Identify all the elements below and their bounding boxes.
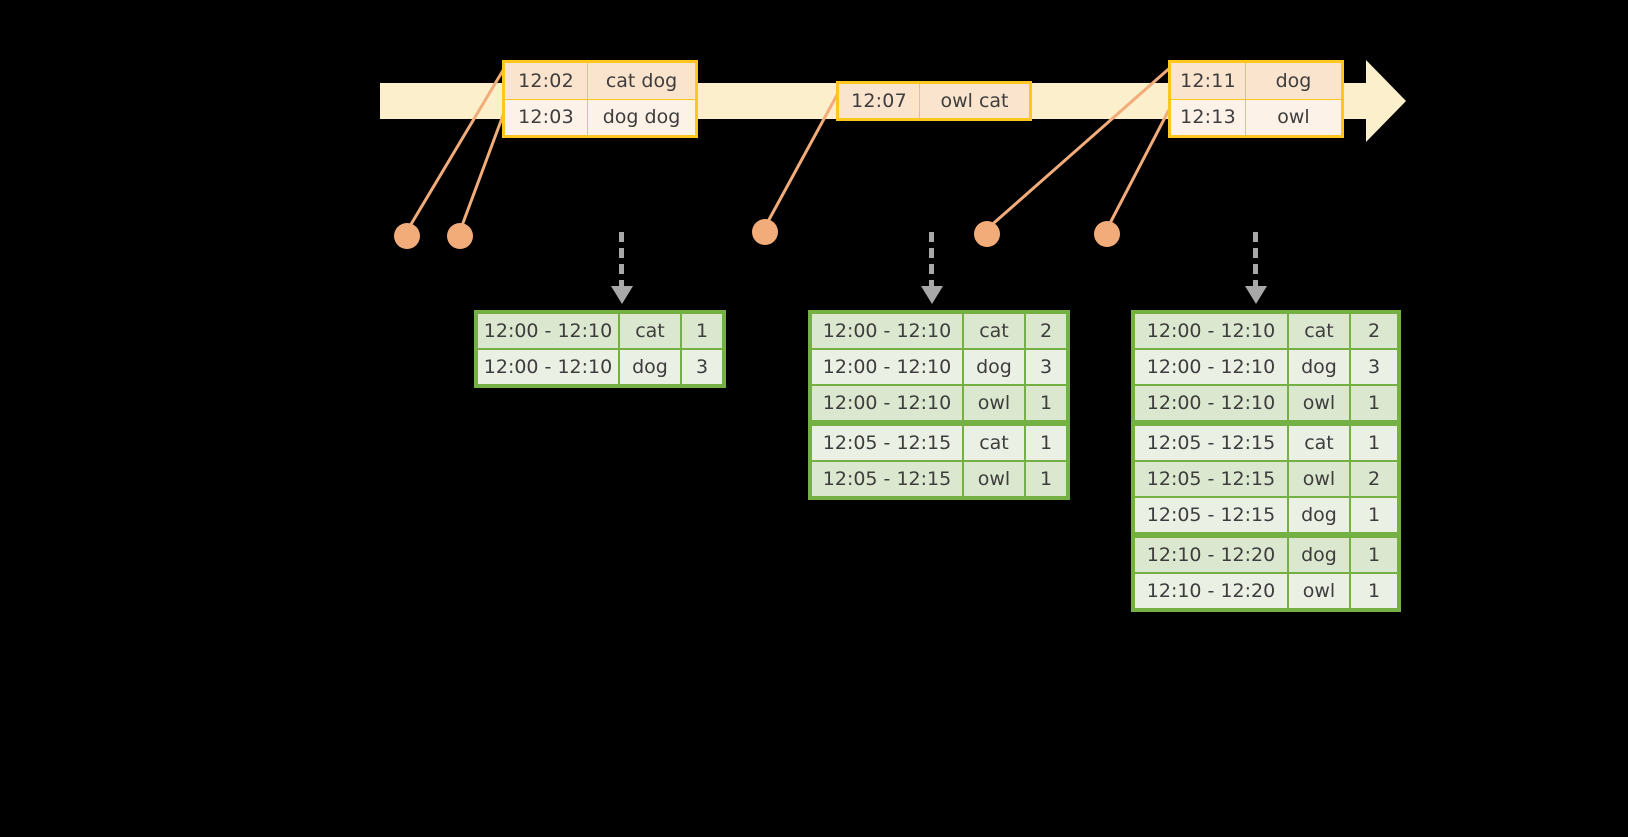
- result-key: dog: [1289, 538, 1349, 572]
- event-words: dog dog: [602, 106, 681, 129]
- result-window: 12:05 - 12:15: [812, 426, 962, 460]
- result-window: 12:05 - 12:15: [1135, 462, 1287, 496]
- result-key: owl: [964, 462, 1024, 496]
- result-count: 2: [1351, 462, 1397, 496]
- result-window: 12:05 - 12:15: [1135, 426, 1287, 460]
- result-count: 3: [1351, 350, 1397, 384]
- result-count: 1: [1351, 538, 1397, 572]
- result-count: 3: [1026, 350, 1066, 384]
- result-window: 12:05 - 12:15: [812, 462, 962, 496]
- event-row: 12:03 dog dog: [505, 98, 695, 135]
- timeline-arrow-neck: [1340, 83, 1370, 119]
- result-window: 12:00 - 12:10: [1135, 314, 1287, 348]
- result-key: owl: [1289, 462, 1349, 496]
- result-window: 12:00 - 12:10: [478, 314, 618, 348]
- event-time: 12:13: [1171, 99, 1246, 135]
- result-count: 2: [1351, 314, 1397, 348]
- result-key: cat: [964, 426, 1024, 460]
- result-key: dog: [1289, 498, 1349, 532]
- event-row: 12:11 dog: [1171, 63, 1341, 99]
- result-window: 12:00 - 12:10: [1135, 350, 1287, 384]
- event-box: 12:02 cat dog 12:03 dog dog: [502, 60, 698, 138]
- result-window: 12:00 - 12:10: [812, 386, 962, 420]
- event-time: 12:02: [505, 63, 588, 99]
- result-key: dog: [620, 350, 680, 384]
- event-row: 12:13 owl: [1171, 98, 1341, 135]
- event-time: 12:03: [505, 99, 588, 135]
- result-window: 12:05 - 12:15: [1135, 498, 1287, 532]
- result-count: 1: [682, 314, 722, 348]
- event-words: owl: [1277, 106, 1310, 129]
- result-count: 1: [1351, 426, 1397, 460]
- event-time: 12:11: [1171, 63, 1246, 99]
- event-box: 12:07 owl cat: [836, 81, 1032, 121]
- result-window: 12:00 - 12:10: [812, 350, 962, 384]
- result-key: cat: [964, 314, 1024, 348]
- result-key: cat: [1289, 314, 1349, 348]
- connector-dot: [1094, 221, 1120, 247]
- result-count: 1: [1026, 462, 1066, 496]
- result-count: 1: [1026, 426, 1066, 460]
- result-window: 12:10 - 12:20: [1135, 538, 1287, 572]
- result-count: 1: [1351, 386, 1397, 420]
- result-window: 12:00 - 12:10: [812, 314, 962, 348]
- event-row: 12:07 owl cat: [839, 84, 1029, 118]
- result-key: dog: [964, 350, 1024, 384]
- event-words: dog: [1275, 69, 1312, 92]
- event-words: cat dog: [605, 69, 678, 92]
- event-words: owl cat: [940, 90, 1009, 112]
- result-key: owl: [1289, 386, 1349, 420]
- event-time: 12:07: [839, 84, 920, 118]
- result-key: cat: [620, 314, 680, 348]
- result-window: 12:10 - 12:20: [1135, 574, 1287, 608]
- result-count: 1: [1351, 574, 1397, 608]
- event-box: 12:11 dog 12:13 owl: [1168, 60, 1344, 138]
- result-count: 1: [1026, 386, 1066, 420]
- result-window: 12:00 - 12:10: [478, 350, 618, 384]
- result-count: 2: [1026, 314, 1066, 348]
- event-row: 12:02 cat dog: [505, 63, 695, 99]
- timeline-arrow-icon: [1366, 60, 1406, 142]
- result-key: owl: [964, 386, 1024, 420]
- connector-dot: [394, 223, 420, 249]
- connector-dot: [974, 221, 1000, 247]
- result-count: 1: [1351, 498, 1397, 532]
- connector-dot: [447, 223, 473, 249]
- result-count: 3: [682, 350, 722, 384]
- result-key: dog: [1289, 350, 1349, 384]
- result-key: owl: [1289, 574, 1349, 608]
- result-key: cat: [1289, 426, 1349, 460]
- connector-dot: [752, 219, 778, 245]
- result-window: 12:00 - 12:10: [1135, 386, 1287, 420]
